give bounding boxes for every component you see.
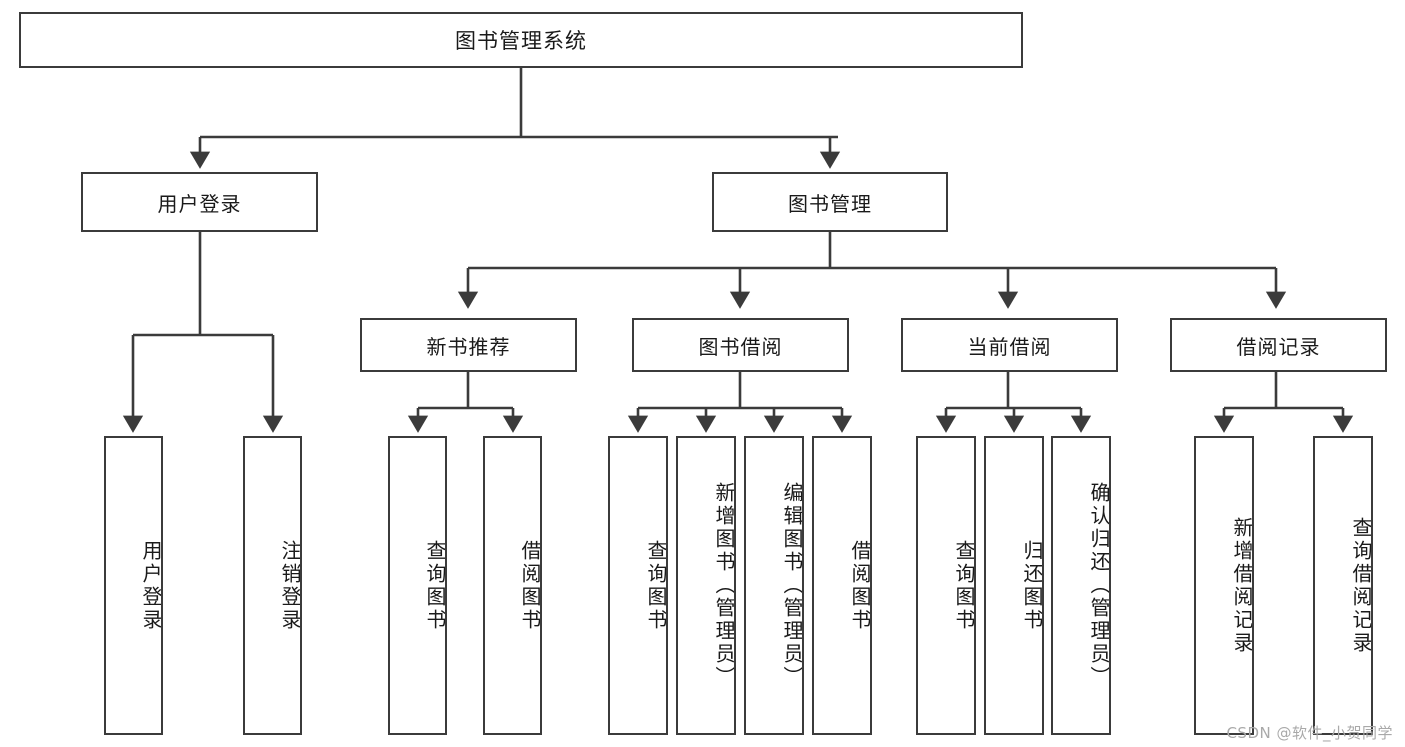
node-book-management[interactable]: 图书管理	[712, 172, 948, 232]
leaf-current-return-book[interactable]: 归还图书	[984, 436, 1044, 735]
node-label: 用户登录	[157, 191, 242, 216]
node-label: 新书推荐	[426, 334, 511, 359]
node-label: 图书管理	[788, 191, 872, 216]
leaf-label: 归还图书	[1020, 539, 1044, 632]
leaf-label: 确认归还（管理员）	[1087, 482, 1111, 689]
leaf-borrow-add-book-admin[interactable]: 新增图书（管理员）	[676, 436, 736, 735]
leaf-borrow-borrow-book[interactable]: 借阅图书	[812, 436, 872, 735]
leaf-label: 注销登录	[278, 539, 302, 632]
node-new-book-recommend[interactable]: 新书推荐	[360, 318, 577, 372]
node-user-login[interactable]: 用户登录	[81, 172, 318, 232]
node-root-system[interactable]: 图书管理系统	[19, 12, 1023, 68]
node-label: 当前借阅	[967, 334, 1052, 359]
leaf-borrow-query-book[interactable]: 查询图书	[608, 436, 668, 735]
watermark-text: CSDN @软件_小贺同学	[1226, 724, 1393, 742]
node-borrow-record[interactable]: 借阅记录	[1170, 318, 1387, 372]
leaf-label: 查询借阅记录	[1349, 516, 1373, 655]
leaf-label: 编辑图书（管理员）	[780, 482, 804, 689]
leaf-user-login-signin[interactable]: 用户登录	[104, 436, 163, 735]
node-label: 借阅记录	[1236, 334, 1321, 359]
leaf-label: 查询图书	[644, 539, 668, 632]
leaf-current-confirm-return-admin[interactable]: 确认归还（管理员）	[1051, 436, 1111, 735]
leaf-borrow-edit-book-admin[interactable]: 编辑图书（管理员）	[744, 436, 804, 735]
node-book-borrow[interactable]: 图书借阅	[632, 318, 849, 372]
leaf-label: 查询图书	[952, 539, 976, 632]
node-label: 图书借阅	[698, 334, 783, 359]
leaf-label: 借阅图书	[848, 539, 872, 632]
leaf-record-query-record[interactable]: 查询借阅记录	[1313, 436, 1373, 735]
leaf-user-login-signout[interactable]: 注销登录	[243, 436, 302, 735]
leaf-record-add-record[interactable]: 新增借阅记录	[1194, 436, 1254, 735]
leaf-recommend-borrow-book[interactable]: 借阅图书	[483, 436, 542, 735]
node-current-borrow[interactable]: 当前借阅	[901, 318, 1118, 372]
leaf-label: 用户登录	[139, 539, 163, 632]
leaf-recommend-query-book[interactable]: 查询图书	[388, 436, 447, 735]
leaf-label: 新增图书（管理员）	[712, 482, 736, 689]
leaf-label: 新增借阅记录	[1230, 516, 1254, 655]
leaf-current-query-book[interactable]: 查询图书	[916, 436, 976, 735]
leaf-label: 借阅图书	[518, 539, 542, 632]
node-label: 图书管理系统	[455, 29, 587, 53]
leaf-label: 查询图书	[423, 539, 447, 632]
